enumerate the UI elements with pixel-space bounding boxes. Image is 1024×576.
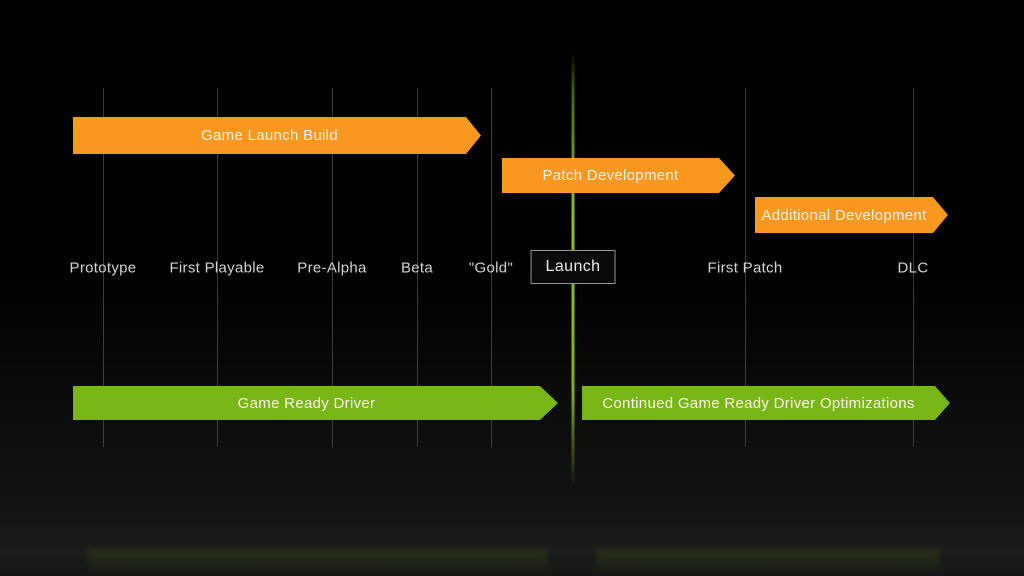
- launch-box-label: Launch: [530, 250, 616, 284]
- gridline-first-playable: [217, 88, 218, 447]
- milestone-label-first-patch: First Patch: [707, 259, 783, 277]
- gridline-first-patch: [745, 88, 746, 447]
- gridline-pre-alpha: [332, 88, 333, 447]
- milestone-label-prototype: Prototype: [69, 259, 137, 277]
- milestone-label-beta: Beta: [400, 259, 434, 277]
- milestone-label-first-playable: First Playable: [169, 259, 265, 277]
- phase-arrow-patch-development: Patch Development: [502, 158, 735, 193]
- phase-arrow-additional-development: Additional Development: [755, 197, 948, 233]
- milestone-label-pre-alpha: Pre-Alpha: [297, 259, 367, 277]
- milestone-label-gold: "Gold": [468, 259, 514, 277]
- gridline-dlc: [913, 88, 914, 447]
- phase-arrow-continued-game-ready-driver-optimizations: Continued Game Ready Driver Optimization…: [582, 386, 950, 420]
- arrow-reflection: [87, 548, 548, 574]
- phase-arrow-game-launch-build: Game Launch Build: [73, 117, 481, 154]
- phase-arrow-game-ready-driver: Game Ready Driver: [73, 386, 558, 420]
- milestone-label-dlc: DLC: [897, 259, 929, 277]
- gridline-prototype: [103, 88, 104, 447]
- arrow-reflection: [596, 548, 940, 574]
- gridline-beta: [417, 88, 418, 447]
- gridline-gold: [491, 88, 492, 447]
